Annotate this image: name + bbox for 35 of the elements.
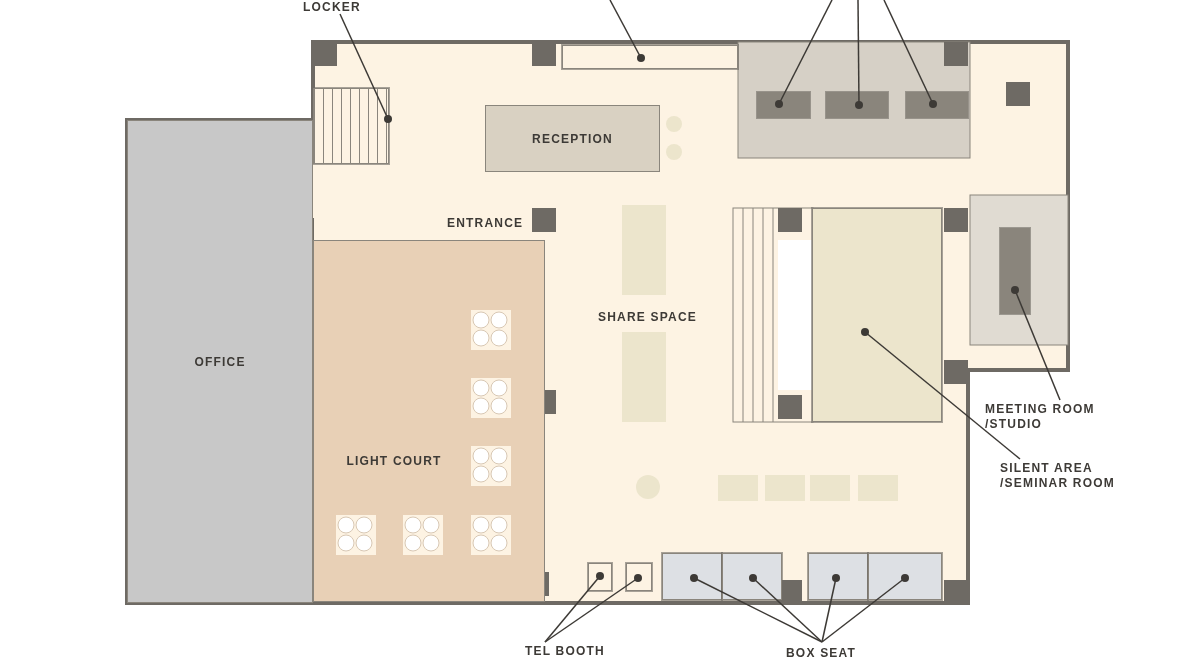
box-seat [808, 553, 868, 600]
leader-line [861, 328, 1021, 460]
locker-shelves [313, 88, 389, 164]
leader-line [690, 574, 823, 643]
leader-line [544, 572, 604, 643]
box-seat [662, 553, 722, 600]
leader-line [821, 574, 909, 643]
silent-area-zone [812, 208, 942, 422]
desk [906, 92, 968, 118]
callout-label: LOCKER [303, 0, 361, 15]
desk [757, 92, 810, 118]
leader-line [339, 13, 392, 123]
leader-line [855, 0, 863, 109]
meeting-table [1000, 228, 1030, 314]
leader-line [775, 0, 833, 108]
leader-line [544, 574, 642, 643]
leader-line [883, 0, 937, 108]
office-area [127, 120, 313, 603]
leader-line [609, 0, 645, 62]
box-seat [722, 553, 782, 600]
desk [826, 92, 888, 118]
reception-desk [485, 105, 660, 172]
callout-label: TEL BOOTH [525, 644, 605, 659]
room-label: OFFICE [194, 354, 246, 369]
room-label: RECEPTION [532, 131, 613, 146]
callout-label: MEETING ROOM /STUDIO [985, 402, 1125, 432]
callout-label: BOX SEAT [786, 646, 857, 661]
leader-line [821, 574, 840, 643]
callout-label: SILENT AREA /SEMINAR ROOM [1000, 461, 1120, 491]
leader-line [749, 574, 823, 643]
box-seat [868, 553, 942, 600]
phone-booth [626, 563, 652, 591]
room-label: LIGHT COURT [346, 454, 442, 468]
counter [562, 45, 738, 69]
leader-line [1011, 286, 1061, 401]
